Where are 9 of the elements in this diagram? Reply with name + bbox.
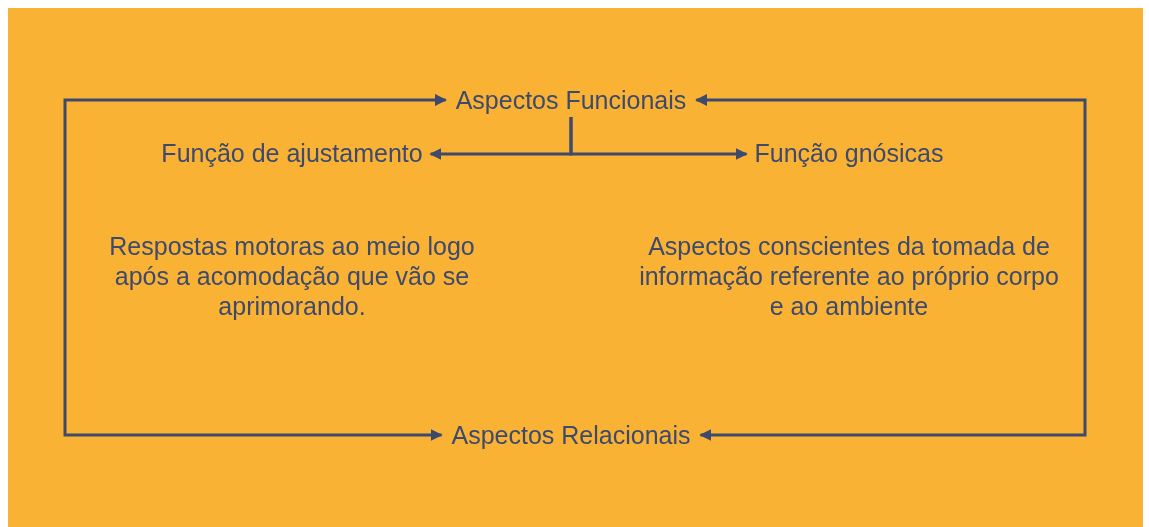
label-text: Aspectos conscientes da tomada de informação referente ao próprio corpo e ao ambiente: [638, 231, 1060, 321]
label-text: Função gnósicas: [754, 138, 944, 168]
label-text: Função de ajustamento: [161, 138, 423, 168]
arrow: [695, 94, 1087, 441]
label-text: Aspectos Funcionais: [455, 85, 687, 115]
label-text: Aspectos Relacionais: [451, 420, 691, 450]
arrow: [63, 94, 447, 441]
arrow: [569, 117, 748, 160]
label-text: Respostas motoras ao meio logo após a acomodação que vão se aprimorando.: [108, 231, 476, 321]
